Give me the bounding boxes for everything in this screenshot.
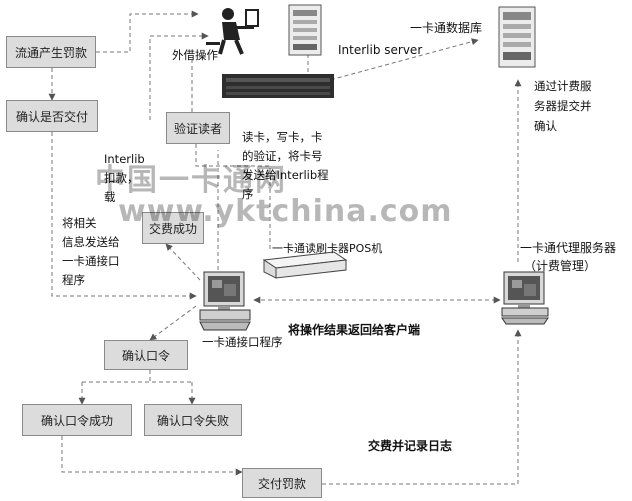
fine-generated-box: 流通产生罚款 [6,36,96,68]
pos-reader-label: 一卡通读刷卡器POS机 [272,242,383,255]
confirm-payment-box: 确认是否交付 [6,100,98,132]
proxy-server-icon [501,271,549,325]
password-failure-box: 确认口令失败 [144,404,242,436]
card-database-label: 一卡通数据库 [410,21,483,35]
return-result-label: 将操作结果返回给客户端 [288,323,421,337]
pay-fine-box: 交付罚款 [242,468,322,498]
watermark-chinese: 中国一卡通网 [95,163,287,198]
pay-and-log-label: 交费并记录日志 [368,439,453,453]
interlib-server-icon [288,4,322,56]
external-operation-label: 外借操作 [172,48,218,62]
pos-reader-icon [262,251,348,279]
watermark-url: www.yktchina.com [118,194,453,229]
submit-via-billing-label: 通过计费服 务器提交并 确认 [534,79,592,133]
interface-program-label: 一卡通接口程序 [202,335,283,349]
card-database-icon [498,6,536,68]
password-success-box: 确认口令成功 [22,404,132,436]
interface-computer-icon [199,271,251,331]
interlib-deduct-label: Interlib 扣款， 载 [104,152,145,204]
operator-icon [206,8,259,55]
send-info-label: 将相关 信息发送给 一卡通接口 程序 [62,216,120,287]
interlib-rack-icon [222,74,334,98]
billing-management-label: （计费管理） [524,259,597,273]
card-operations-label: 读卡，写卡，卡 的验证，将卡号 发送给Interlib程 序 [242,130,329,201]
verify-reader-box: 验证读者 [166,112,230,144]
confirm-password-box: 确认口令 [104,340,188,370]
proxy-server-label: 一卡通代理服务器 [520,241,617,255]
payment-success-box: 交费成功 [142,212,204,244]
interlib-server-label: Interlib server [338,43,423,57]
